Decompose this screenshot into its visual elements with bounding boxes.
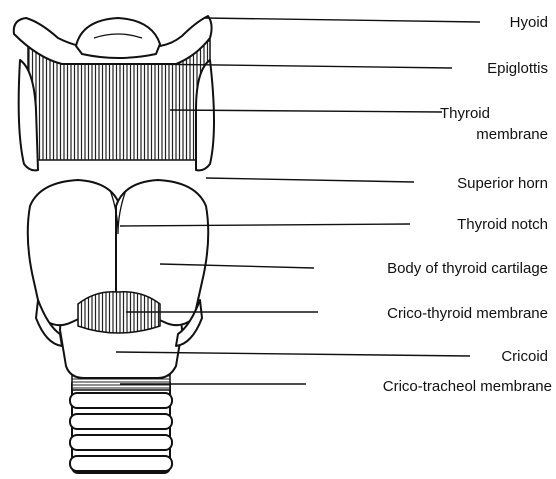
label-hyoid: Hyoid (510, 14, 548, 31)
label-cricoid: Cricoid (501, 348, 548, 365)
label-body-of-thyroid: Body of thyroid cartilage (387, 260, 548, 277)
label-thyroid-notch: Thyroid notch (457, 216, 548, 233)
label-superior-horn: Superior horn (457, 175, 548, 192)
epiglottis-shape (76, 18, 160, 58)
hyoid-leader (204, 18, 480, 22)
label-thyroid-membrane-line2: membrane (476, 126, 548, 143)
superior-horn-leader (206, 178, 414, 182)
label-epiglottis: Epiglottis (487, 60, 548, 77)
tracheal-ring (70, 456, 172, 471)
tracheal-ring (70, 435, 172, 450)
label-crico-tracheal-membrane: Crico-tracheol membrane (383, 378, 552, 395)
trachea (70, 378, 172, 473)
tracheal-ring (70, 414, 172, 429)
tracheal-ring (70, 393, 172, 408)
label-crico-thyroid-membrane: Crico-thyroid membrane (387, 305, 548, 322)
label-thyroid-membrane-line1: Thyroid (440, 105, 490, 122)
